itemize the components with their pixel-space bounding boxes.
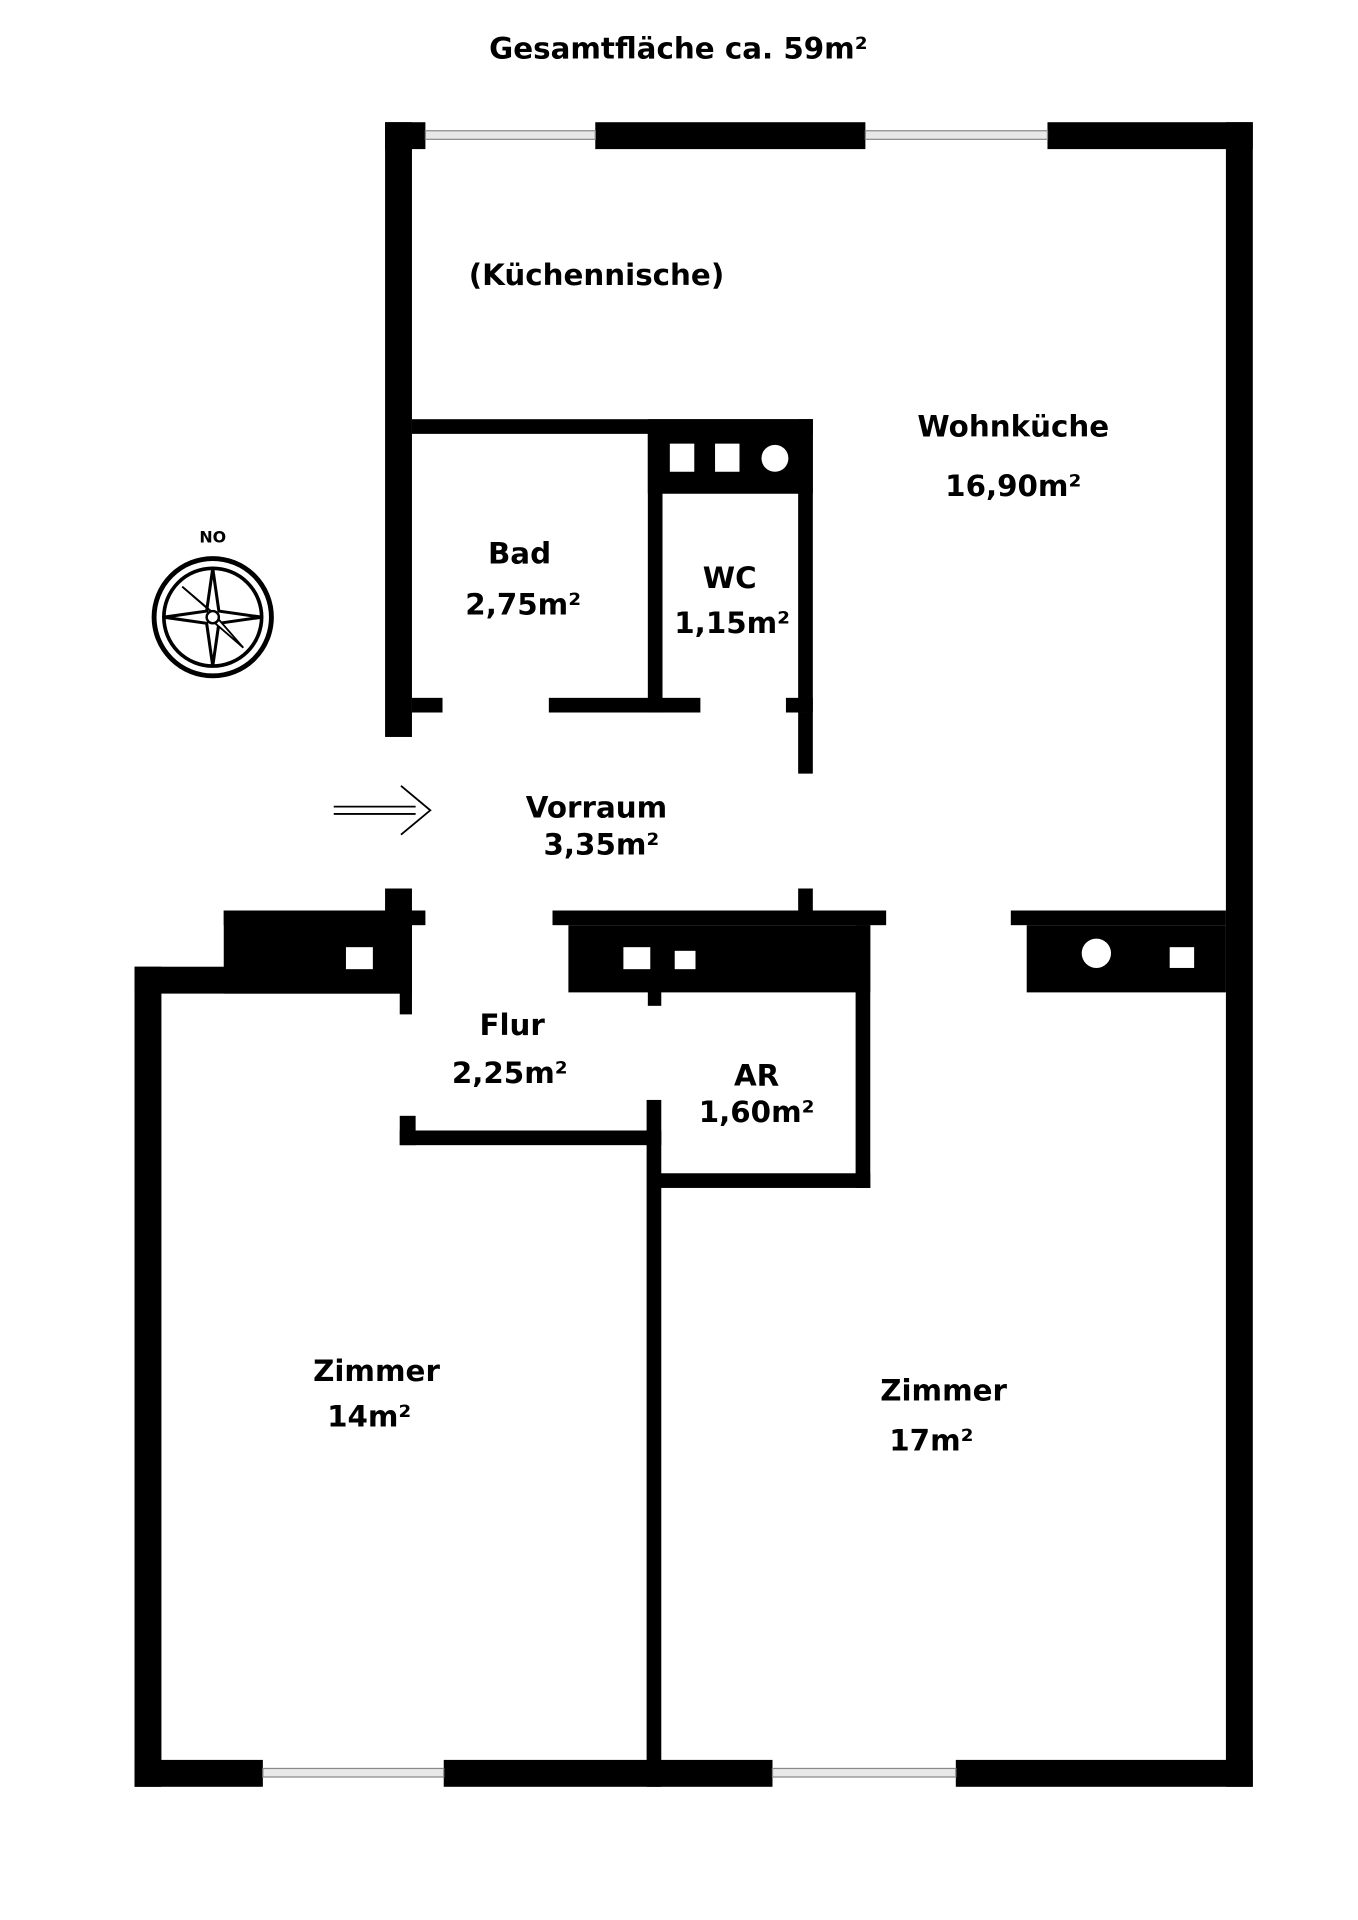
room-flur-name: Flur	[479, 1008, 545, 1042]
compass-icon: NO	[151, 528, 274, 679]
room-labels: (Küchennische) Wohnküche 16,90m² Bad 2,7…	[313, 258, 1109, 1458]
walls	[134, 122, 1253, 1787]
room-wohnkueche-name: Wohnküche	[917, 409, 1109, 443]
room-flur-area: 2,25m²	[452, 1056, 568, 1090]
windows	[262, 130, 1049, 1778]
room-bad-name: Bad	[488, 536, 551, 570]
room-ar-area: 1,60m²	[699, 1095, 815, 1129]
room-zimmer1-area: 14m²	[327, 1399, 411, 1433]
room-wc-area: 1,15m²	[674, 606, 790, 640]
room-wc-name: WC	[703, 561, 757, 595]
room-vorraum-name: Vorraum	[526, 791, 667, 825]
room-kuechennische: (Küchennische)	[469, 258, 724, 292]
room-zimmer1-name: Zimmer	[313, 1354, 440, 1388]
room-ar-name: AR	[734, 1058, 779, 1092]
room-zimmer2-name: Zimmer	[880, 1374, 1007, 1408]
entry-arrow-icon	[333, 785, 432, 836]
compass-label: NO	[199, 528, 226, 547]
room-vorraum-area: 3,35m²	[544, 827, 660, 861]
room-zimmer2-area: 17m²	[889, 1424, 973, 1458]
room-bad-area: 2,75m²	[465, 588, 581, 622]
room-wohnkueche-area: 16,90m²	[945, 469, 1081, 503]
total-area-title: Gesamtfläche ca. 59m²	[489, 32, 867, 66]
shafts	[345, 443, 1195, 970]
